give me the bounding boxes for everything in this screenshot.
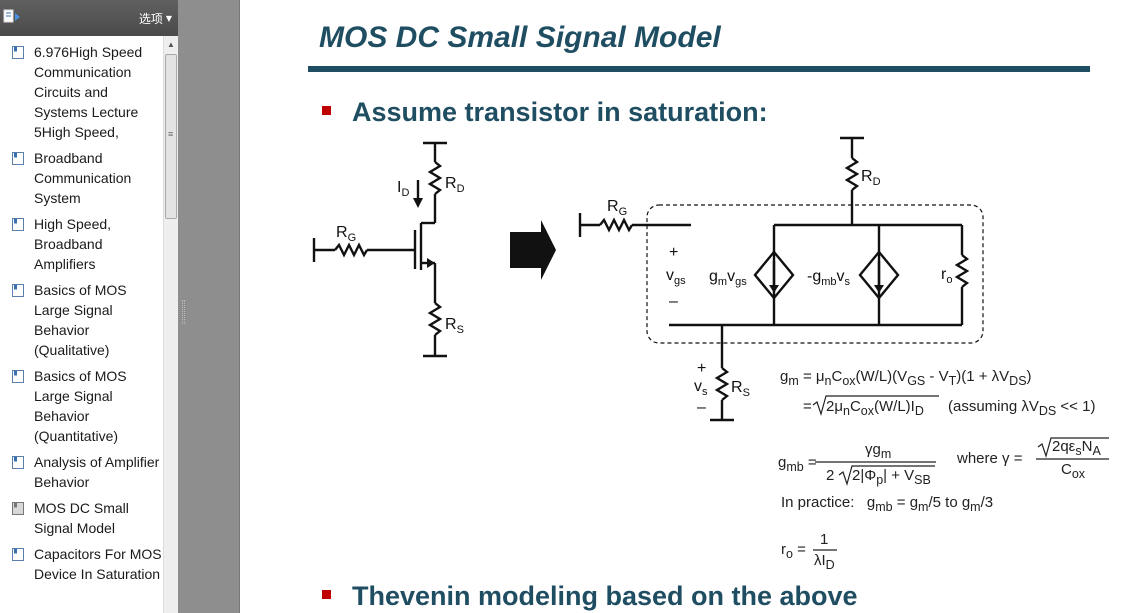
equation-gamma-denominator: Cox [1061, 461, 1086, 481]
bookmark-label: Capacitors For MOS Device In Saturation [34, 546, 162, 582]
bookmark-item[interactable]: High Speed, Broadband Amplifiers [12, 214, 162, 274]
bookmark-label: Broadband Communication System [34, 150, 132, 206]
equation-where-gamma: where γ = [957, 450, 1023, 467]
label-ro: ro [941, 266, 952, 286]
label-gmvgs: gmvgs [709, 268, 747, 288]
bookmarks-panel: 选项▼ 6.976High Speed Communication Circui… [0, 0, 178, 613]
bullet-text: Thevenin modeling based on the above [352, 581, 858, 611]
bookmark-icon [12, 502, 24, 515]
bookmark-scrollbar[interactable]: ▲ ≡ [163, 36, 178, 613]
bookmark-icon [12, 456, 24, 469]
bookmark-label: Basics of MOS Large Signal Behavior (Qua… [34, 282, 127, 358]
label-vs-plus: + [697, 360, 706, 377]
label-vs-minus: – [697, 399, 706, 416]
bookmark-item[interactable]: Broadband Communication System [12, 148, 162, 208]
bookmarks-panel-header: 选项▼ [0, 0, 178, 36]
equation-gm-simplified: = [803, 398, 812, 415]
bookmark-icon [12, 152, 24, 165]
label-model-rs: RS [731, 379, 750, 399]
bookmark-label: Basics of MOS Large Signal Behavior (Qua… [34, 368, 127, 444]
bullet-marker [322, 590, 331, 599]
bookmark-icon [12, 548, 24, 561]
bookmark-label: 6.976High Speed Communication Circuits a… [34, 44, 143, 140]
bookmark-label: MOS DC Small Signal Model [34, 500, 129, 536]
label-vgs: vgs [666, 267, 686, 287]
equation-gmb-lhs: gmb = [778, 454, 817, 474]
scroll-up-icon[interactable]: ▲ [167, 40, 175, 49]
equation-ro-lhs: ro = [781, 541, 806, 561]
bookmark-icon [12, 46, 24, 59]
options-label: 选项 [138, 12, 163, 26]
equation-assumption: (assuming λVDS << 1) [948, 398, 1096, 418]
label-gmbvs: -gmbvs [807, 268, 851, 288]
bookmark-item[interactable]: Analysis of Amplifier Behavior [12, 452, 162, 492]
bookmark-panel-icon[interactable] [3, 9, 21, 25]
bookmark-list: 6.976High Speed Communication Circuits a… [0, 36, 163, 613]
equation-gmb-denominator: 2 [826, 467, 835, 484]
options-menu[interactable]: 选项▼ [139, 10, 172, 27]
circuit-diagram: ID RD RG RS RD RG + vgs – gmvgs -gmbvs r… [312, 136, 1109, 551]
equation-ro-denominator: λID [814, 552, 835, 572]
panel-splitter[interactable] [178, 0, 240, 613]
label-rd: RD [445, 175, 465, 195]
label-minus: – [669, 293, 678, 310]
label-rg: RG [336, 224, 356, 244]
label-id: ID [397, 179, 409, 199]
bullet-marker [322, 106, 331, 115]
bullet-text: Assume transistor in saturation: [352, 97, 768, 127]
equation-gm-radical: 2μnCox(W/L)ID [826, 398, 924, 418]
title-rule [308, 66, 1090, 72]
bookmark-icon [12, 218, 24, 231]
equation-practice: In practice: gmb = gm/5 to gm/3 [781, 494, 994, 514]
document-page: MOS DC Small Signal Model Assume transis… [241, 0, 1128, 613]
label-vs: vs [694, 378, 708, 398]
label-rs: RS [445, 316, 464, 336]
grip-icon: ≡ [168, 129, 174, 139]
bookmark-item[interactable]: 6.976High Speed Communication Circuits a… [12, 42, 162, 142]
bookmark-icon [12, 284, 24, 297]
bookmark-item[interactable]: Capacitors For MOS Device In Saturation [12, 544, 162, 604]
label-model-rd: RD [861, 168, 881, 188]
equation-gmb-numerator: γgm [865, 441, 892, 461]
chevron-down-icon: ▼ [165, 14, 172, 23]
splitter-grip-icon [182, 300, 185, 324]
bookmark-label: Analysis of Amplifier Behavior [34, 454, 160, 490]
equation-gmb-radical: 2|Φp| + VSB [852, 467, 931, 487]
bookmark-item-selected[interactable]: MOS DC Small Signal Model [12, 498, 162, 538]
equation-gm: gm = μnCox(W/L)(VGS - VT)(1 + λVDS) [780, 368, 1032, 388]
bookmark-icon [12, 370, 24, 383]
scrollbar-thumb[interactable]: ≡ [165, 54, 177, 219]
bookmark-item[interactable]: Basics of MOS Large Signal Behavior (Qua… [12, 366, 162, 446]
slide-title: MOS DC Small Signal Model [319, 21, 721, 54]
equation-ro-numerator: 1 [820, 531, 829, 548]
bookmark-label: High Speed, Broadband Amplifiers [34, 216, 112, 272]
bookmark-item[interactable]: Basics of MOS Large Signal Behavior (Qua… [12, 280, 162, 360]
label-plus: + [669, 244, 678, 261]
equation-gamma-numerator: 2qεsNA [1052, 438, 1101, 458]
label-model-rg: RG [607, 198, 627, 218]
